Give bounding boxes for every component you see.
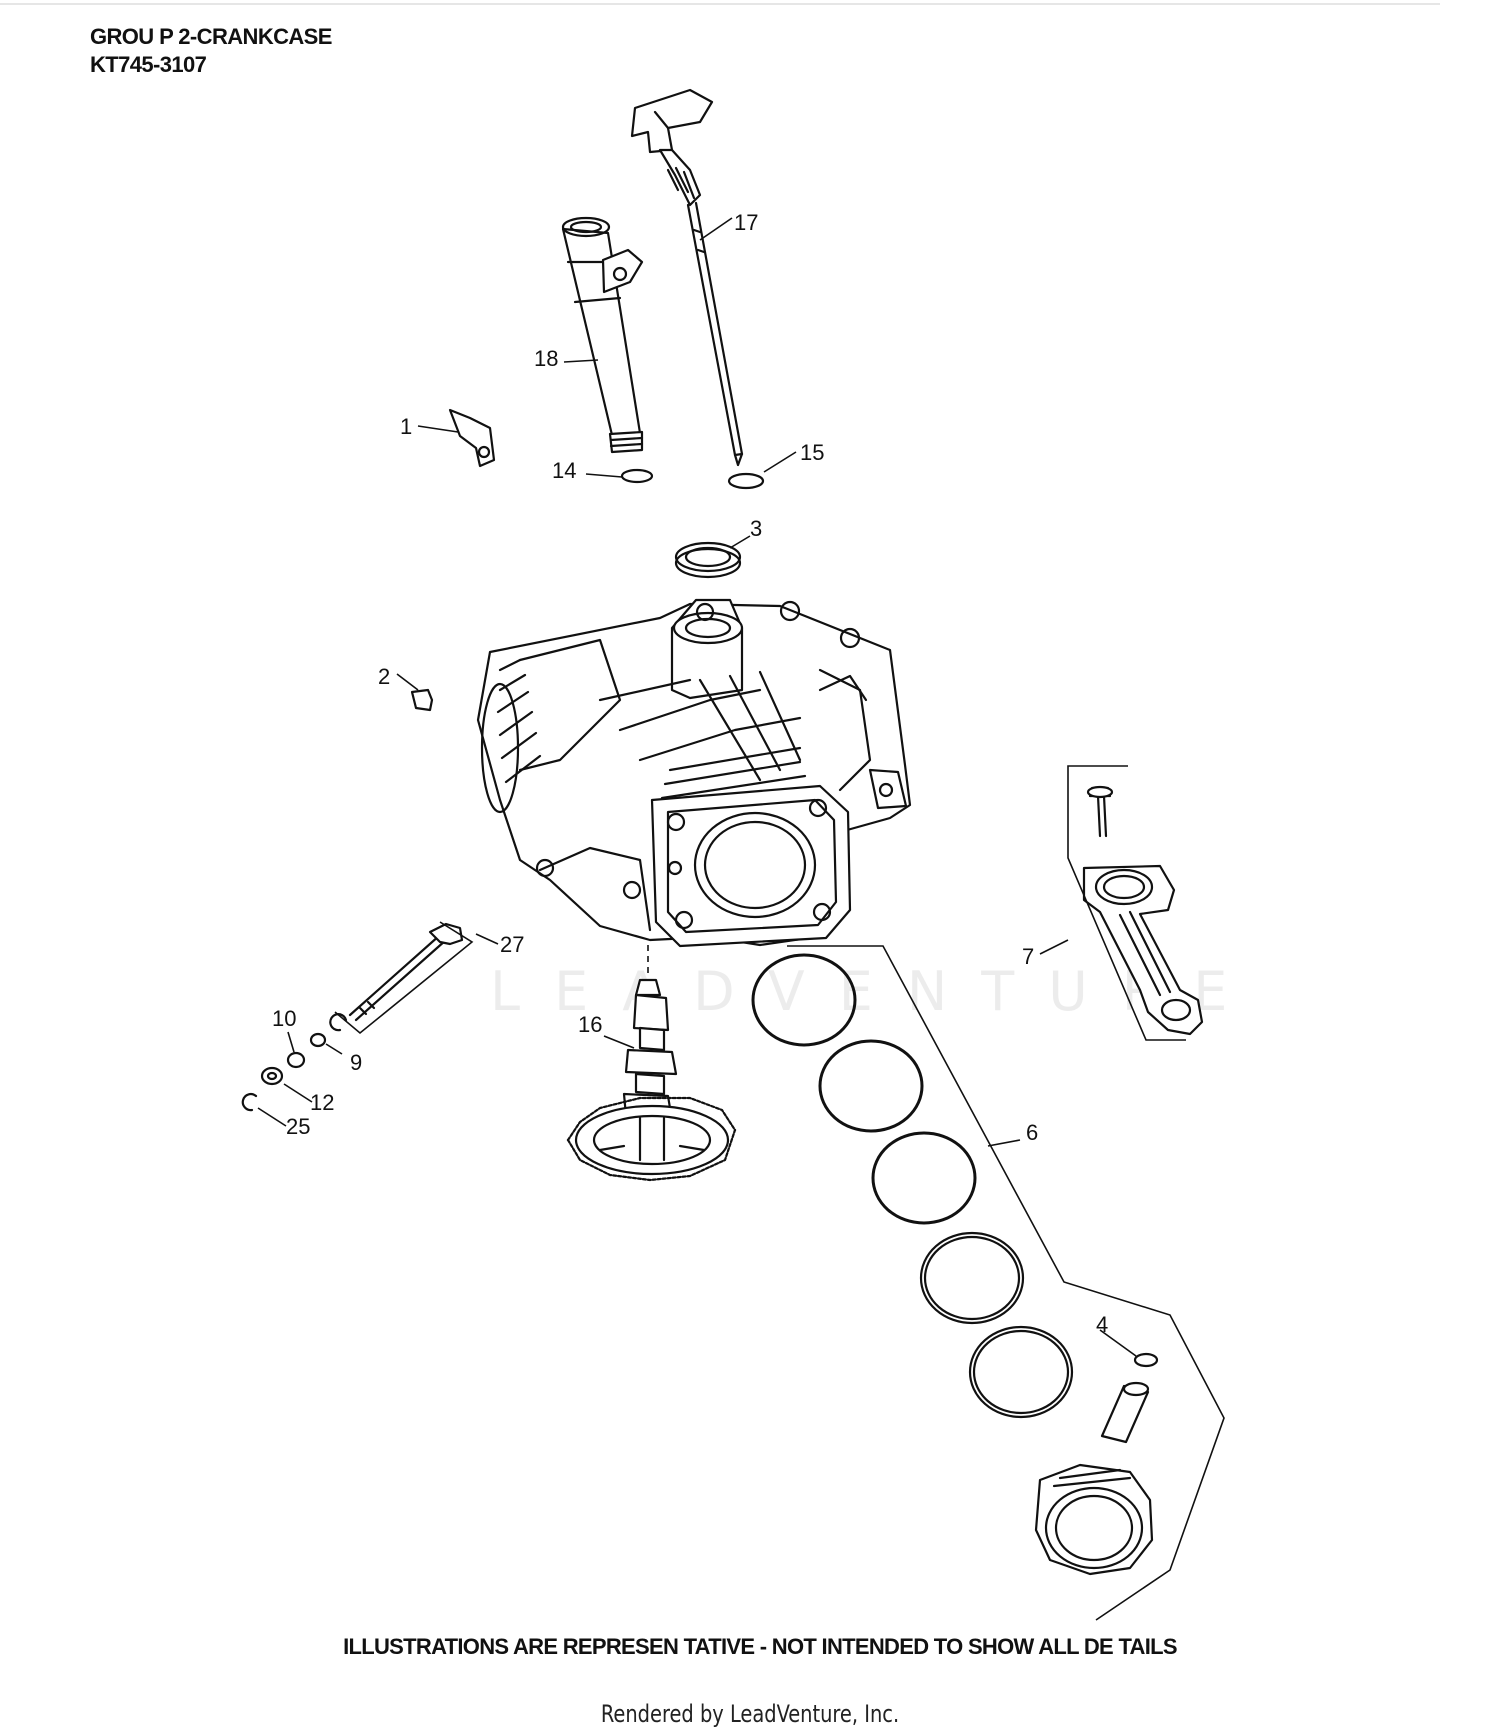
part-washer-9[interactable] bbox=[309, 1032, 327, 1048]
callout-17[interactable]: 17 bbox=[734, 210, 758, 235]
callout-25[interactable]: 25 bbox=[286, 1114, 310, 1139]
bracket-group-6 bbox=[787, 945, 1225, 1621]
callout-6[interactable]: 6 bbox=[1026, 1120, 1038, 1145]
part-clip-shaft[interactable] bbox=[329, 1013, 348, 1032]
callout-18[interactable]: 18 bbox=[534, 346, 558, 371]
top-divider bbox=[0, 3, 1440, 5]
group-title: GROU P 2-CRANKCASE bbox=[90, 24, 332, 49]
part-o-ring-dipstick[interactable] bbox=[727, 472, 765, 490]
model-number: KT745-3107 bbox=[90, 52, 207, 77]
callout-7[interactable]: 7 bbox=[1022, 944, 1034, 969]
part-pin-clip[interactable] bbox=[1133, 1352, 1159, 1368]
part-camshaft[interactable] bbox=[566, 978, 737, 1182]
callout-1[interactable]: 1 bbox=[400, 414, 412, 439]
callout-3[interactable]: 3 bbox=[750, 516, 762, 541]
part-nut-10[interactable] bbox=[286, 1051, 306, 1069]
part-bracket[interactable] bbox=[448, 408, 496, 468]
watermark-text: LEADVENTURE bbox=[490, 960, 1262, 1023]
callout-4[interactable]: 4 bbox=[1096, 1312, 1108, 1337]
callout-14[interactable]: 14 bbox=[552, 458, 576, 483]
callout-27[interactable]: 27 bbox=[500, 932, 524, 957]
part-ring-5[interactable] bbox=[968, 1325, 1074, 1419]
part-ring-4[interactable] bbox=[919, 1231, 1025, 1325]
part-ring-2[interactable] bbox=[818, 1039, 924, 1133]
rendered-by-credit: Rendered by LeadVenture, Inc. bbox=[600, 1700, 900, 1728]
part-crankcase-block[interactable] bbox=[476, 598, 912, 948]
bracket-group-27 bbox=[334, 921, 474, 1035]
part-connecting-rod[interactable] bbox=[1082, 864, 1204, 1036]
part-dipstick[interactable] bbox=[630, 88, 744, 467]
part-clip-25[interactable] bbox=[241, 1093, 258, 1112]
callout-16[interactable]: 16 bbox=[578, 1012, 602, 1037]
callout-2[interactable]: 2 bbox=[378, 664, 390, 689]
disclaimer-text: ILLUSTRATIONS ARE REPRESEN TATIVE - NOT … bbox=[343, 1634, 1177, 1659]
callout-9[interactable]: 9 bbox=[350, 1050, 362, 1075]
part-fill-tube[interactable] bbox=[561, 216, 644, 454]
part-wrist-pin[interactable] bbox=[1100, 1381, 1150, 1444]
part-bolt[interactable] bbox=[1086, 785, 1114, 838]
leader-lines bbox=[257, 217, 1137, 1357]
part-plug[interactable] bbox=[410, 688, 434, 712]
part-oil-seal[interactable] bbox=[674, 541, 742, 579]
callout-12[interactable]: 12 bbox=[310, 1090, 334, 1115]
part-o-ring-tube[interactable] bbox=[620, 468, 654, 484]
callout-15[interactable]: 15 bbox=[800, 440, 824, 465]
callout-10[interactable]: 10 bbox=[272, 1006, 296, 1031]
part-ring-1[interactable] bbox=[751, 953, 857, 1047]
part-washer-12[interactable] bbox=[260, 1066, 284, 1086]
part-piston[interactable] bbox=[1034, 1463, 1154, 1576]
part-governor-shaft[interactable] bbox=[348, 922, 464, 1022]
part-ring-3[interactable] bbox=[871, 1131, 977, 1225]
bracket-group-7 bbox=[1067, 765, 1186, 1041]
